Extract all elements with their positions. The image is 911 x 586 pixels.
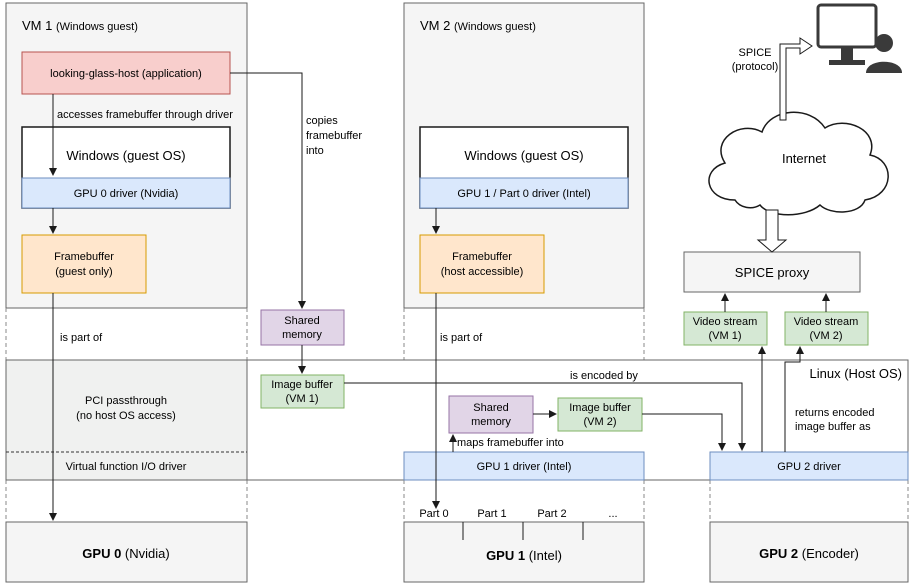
spice-proxy-box (683, 251, 861, 293)
cloud-icon (708, 111, 889, 216)
framebuffer-host-label: Framebuffer(host accessible) (441, 251, 524, 278)
internet-to-proxy-arrow (756, 209, 788, 253)
gpu1-part-more: ... (608, 508, 617, 520)
arrow-lgh-to-shared-memory (230, 72, 306, 309)
shared-memory-vm2-box (448, 395, 534, 434)
framebuffer-guest-label: Framebuffer(guest only) (54, 251, 114, 278)
looking-glass-host-box (21, 51, 231, 95)
vfio-driver-label: Virtual function I/O driver (66, 461, 187, 473)
gpu1-part-1: Part 1 (477, 508, 506, 520)
gpu1-part0-driver-label: GPU 1 / Part 0 driver (Intel) (457, 188, 590, 200)
is-part-of-vm1: is part of (60, 332, 103, 344)
image-buffer-vm2-label: Image buffer(VM 2) (569, 402, 631, 428)
gpu1-driver-label: GPU 1 driver (Intel) (477, 461, 572, 473)
computer-user-icon (816, 3, 902, 73)
maps-framebuffer-label: maps framebuffer into (457, 437, 564, 449)
gpu1-box (403, 521, 645, 583)
pci-passthrough-label: PCI passthrough(no host OS access) (76, 395, 176, 422)
is-encoded-by-label: is encoded by (570, 370, 638, 382)
video-stream-vm1-label: Video stream(VM 1) (693, 316, 758, 342)
framebuffer-guest-box (21, 234, 147, 294)
pci-passthrough-box (5, 359, 248, 481)
gpu1-part-0: Part 0 (419, 508, 448, 520)
internet-label: Internet (782, 151, 826, 166)
gpu1-label: GPU 1 (Intel) (486, 548, 562, 563)
gpu2-box (709, 521, 909, 583)
vm1-title: VM 1 (Windows guest) (22, 18, 138, 33)
gpu0-driver-label: GPU 0 driver (Nvidia) (74, 188, 179, 200)
vm2-title: VM 2 (Windows guest) (420, 18, 536, 33)
gpu1-part-2: Part 2 (537, 508, 566, 520)
spice-protocol-label: SPICE(protocol) (732, 47, 778, 73)
spice-proxy-label: SPICE proxy (735, 265, 810, 280)
vm2-windows-label: Windows (guest OS) (464, 148, 583, 163)
image-buffer-vm1-box (260, 374, 345, 409)
spice-protocol-arrow (779, 37, 813, 121)
gpu1-driver-box (403, 451, 645, 481)
accesses-label: accesses framebuffer through driver (57, 109, 233, 121)
image-buffer-vm2-box (557, 397, 643, 432)
arrow-image-buffer-vm1-to-gpu2 (344, 382, 746, 451)
gpu0-label: GPU 0 (Nvidia) (82, 546, 169, 561)
gpu0-box (5, 521, 248, 583)
linux-host-label: Linux (Host OS) (810, 366, 902, 381)
gpu2-driver-label: GPU 2 driver (777, 461, 841, 473)
is-part-of-vm2: is part of (440, 332, 483, 344)
video-stream-vm2-label: Video stream(VM 2) (794, 316, 859, 342)
vm1-windows-label: Windows (guest OS) (66, 148, 185, 163)
looking-glass-host-label: looking-glass-host (application) (50, 68, 202, 80)
image-buffer-vm1-label: Image buffer(VM 1) (271, 379, 333, 405)
video-stream-vm2-box (784, 311, 869, 346)
gpu1-part0-driver-box (419, 177, 629, 209)
arrow-image-buffer-vm2-to-gpu2 (642, 413, 726, 451)
framebuffer-host-box (419, 234, 545, 294)
gpu0-driver-box (21, 177, 231, 209)
gpu2-driver-box (709, 451, 909, 481)
gpu1-partition-ticks (462, 522, 584, 540)
gpu2-label: GPU 2 (Encoder) (759, 546, 859, 561)
arrow-gpu2-to-video-stream-vm2 (784, 346, 804, 452)
video-stream-vm1-box (683, 311, 768, 346)
